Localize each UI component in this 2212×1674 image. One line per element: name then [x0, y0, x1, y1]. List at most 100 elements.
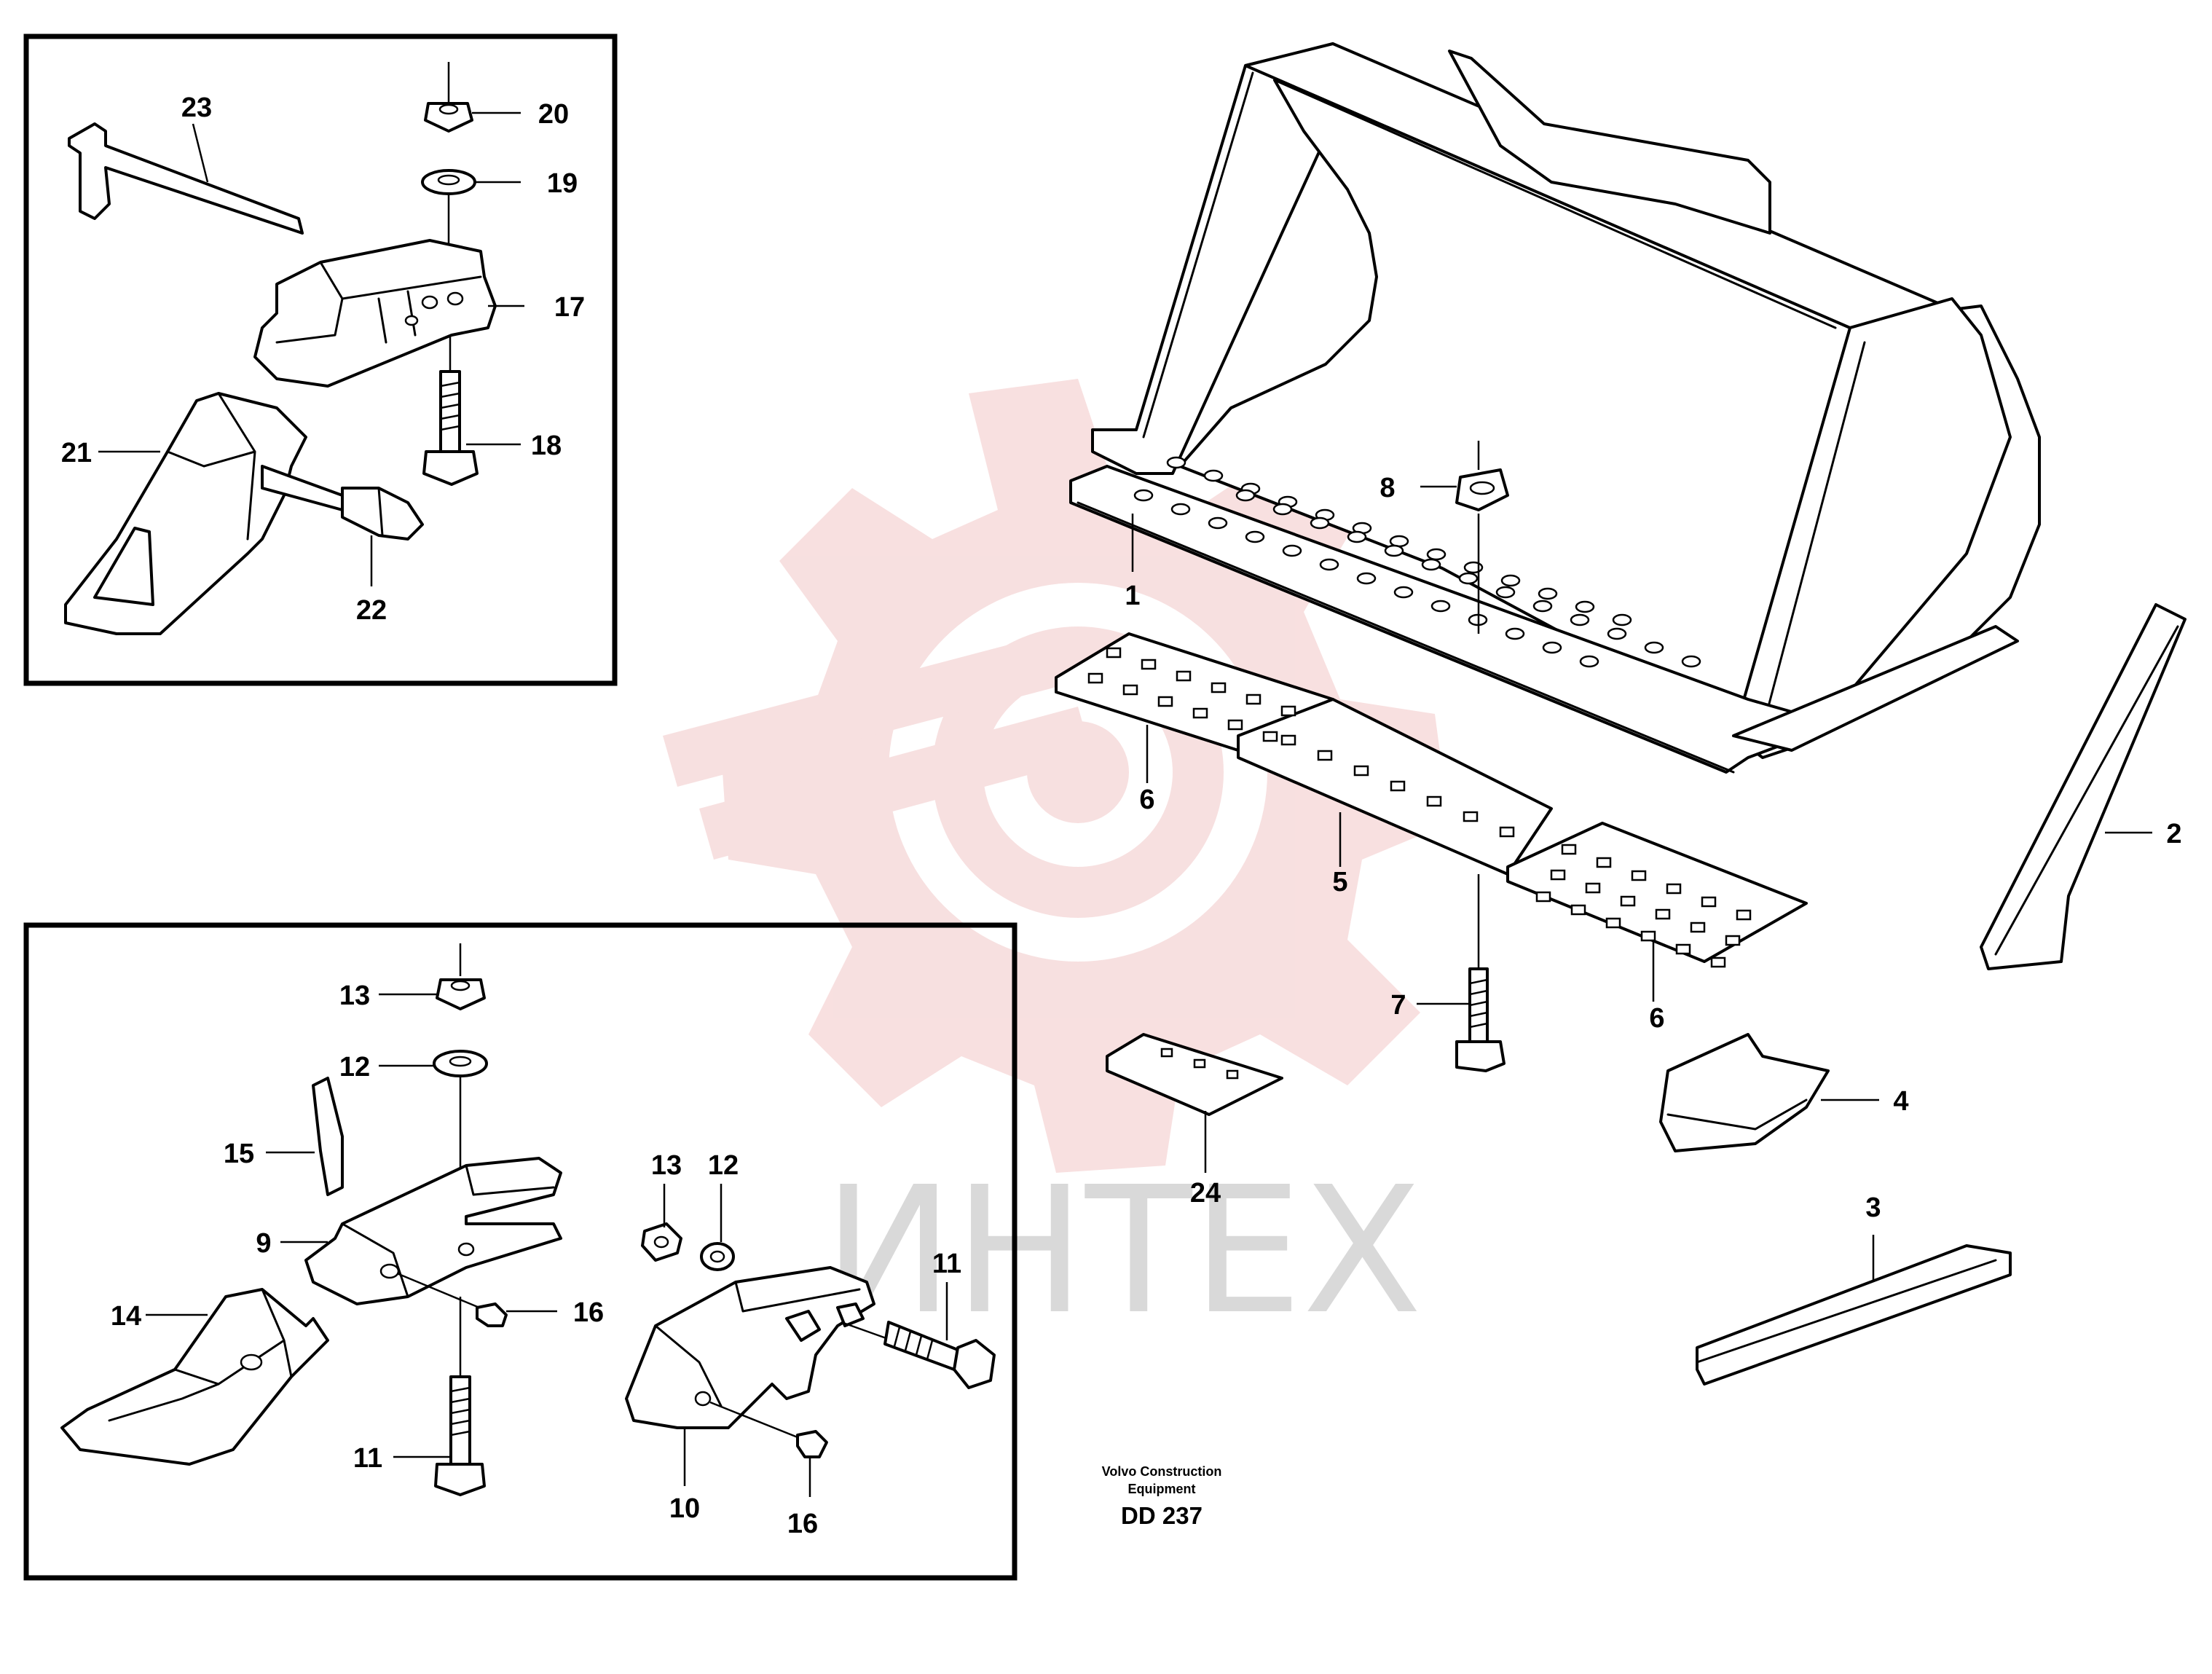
bolt-hole [1725, 935, 1741, 946]
callout-7: 7 [1390, 990, 1406, 1021]
bolt-hole [1390, 780, 1406, 792]
bolt-part-18 [422, 335, 479, 486]
bolt-hole [1317, 750, 1333, 761]
bolt-hole [1675, 943, 1691, 955]
bolt-hole [1495, 586, 1516, 599]
callout-12-left: 12 [339, 1052, 370, 1082]
footer-block: Volvo Construction Equipment DD 237 [1102, 1464, 1222, 1529]
pin-part-16-right [796, 1430, 828, 1497]
bolt-hole [1122, 684, 1138, 696]
bolt-hole [1499, 826, 1515, 838]
bolt-hole [1701, 896, 1717, 908]
leader-lines [98, 111, 2152, 1486]
bolt-hole [1211, 682, 1227, 693]
footer-company-line2: Equipment [1128, 1482, 1196, 1496]
bolt-hole [1280, 705, 1296, 717]
bolt-hole [1353, 765, 1369, 777]
bolt-hole [1262, 731, 1278, 742]
callout-6-right: 6 [1649, 1003, 1664, 1034]
bolt-hole [1644, 641, 1664, 654]
bolt-part-11-right [841, 1321, 996, 1389]
bolt-hole [1575, 600, 1595, 613]
callout-labels: 1 2 3 4 5 6 6 7 8 24 23 20 19 17 18 21 2… [61, 93, 2182, 1539]
callout-23: 23 [181, 93, 212, 123]
tooth-part-21 [64, 392, 307, 635]
nut-part-20 [424, 62, 473, 133]
bolt-hole [1106, 647, 1122, 659]
callout-16-right: 16 [787, 1509, 818, 1539]
callout-21: 21 [61, 438, 92, 468]
bolt-hole [1426, 795, 1442, 807]
callout-14: 14 [111, 1301, 141, 1332]
bolt-hole [1319, 558, 1339, 571]
bolt-hole [1310, 516, 1330, 530]
bolt-hole [1612, 613, 1632, 626]
nut-part-8 [1455, 441, 1509, 634]
bolt-hole [1203, 469, 1224, 482]
bolt-hole [1538, 587, 1558, 600]
callout-12-right: 12 [708, 1150, 739, 1181]
adapter-part-17 [253, 239, 497, 388]
bolt-hole [1579, 655, 1599, 668]
bolt-hole [1166, 456, 1186, 469]
bolt-hole [1272, 503, 1293, 516]
bolt-hole [1430, 600, 1451, 613]
bolt-hole [1736, 909, 1752, 921]
bolt-hole [1463, 561, 1484, 574]
bolt-hole [1245, 693, 1262, 705]
bolt-hole [1141, 659, 1157, 670]
callout-17: 17 [554, 292, 585, 323]
callout-10: 10 [669, 1493, 700, 1524]
bolt-hole [1666, 883, 1682, 895]
pin-part-23 [68, 122, 304, 235]
callout-13-right: 13 [651, 1150, 682, 1181]
bolt-hole [1463, 811, 1479, 822]
callout-13-left: 13 [339, 981, 370, 1011]
bolt-part-7 [1455, 874, 1506, 1072]
callout-18: 18 [531, 431, 562, 461]
callout-19: 19 [547, 168, 578, 199]
bolt-hole [1421, 558, 1441, 571]
callout-20: 20 [538, 99, 569, 130]
bolt-hole [1384, 544, 1404, 557]
bolt-hole [1605, 917, 1621, 929]
callout-4: 4 [1893, 1086, 1908, 1117]
bolt-hole [1620, 895, 1636, 907]
callout-1: 1 [1125, 581, 1140, 611]
watermark-text: ИНТЕХ [823, 1149, 1422, 1353]
bolt-hole [1208, 516, 1228, 530]
callout-2: 2 [2166, 819, 2181, 849]
tooth-part-14 [60, 1288, 329, 1466]
callout-16-left: 16 [573, 1297, 604, 1328]
bolt-hole [1570, 613, 1590, 626]
bolt-hole [1681, 655, 1701, 668]
bucket-bolt-holes [1133, 456, 1701, 668]
bolt-hole [1176, 670, 1192, 682]
bolt-hole [1170, 503, 1191, 516]
bolt-hole [1347, 530, 1367, 543]
adapter-part-9 [304, 1157, 562, 1313]
footer-company: Volvo Construction [1102, 1464, 1222, 1479]
bolt-hole [1532, 600, 1553, 613]
lock-part-15 [312, 1077, 344, 1196]
washer-part-12-left [433, 1050, 488, 1173]
adapter-part-10 [625, 1266, 875, 1440]
bolt-hole [1690, 922, 1706, 933]
bolt-hole [1640, 930, 1656, 942]
bolt-hole [1550, 869, 1566, 881]
bolt-hole [1426, 548, 1447, 561]
bolt-hole [1570, 904, 1586, 916]
bolt-hole [1500, 574, 1521, 587]
bolt-hole [1505, 627, 1525, 640]
nut-part-13-left [436, 943, 486, 1010]
wear-strip-part-3 [1696, 1244, 2012, 1386]
inset-box-bottom [23, 922, 1018, 1581]
bolt-hole [1458, 572, 1479, 585]
washer-part-12-right [700, 1242, 735, 1271]
cutting-edge-bolt-holes [1087, 647, 1752, 968]
wear-plate-part-24 [1106, 1033, 1283, 1116]
callout-11-right: 11 [932, 1249, 961, 1279]
callout-11-left: 11 [353, 1443, 382, 1474]
callout-9: 9 [256, 1228, 271, 1259]
